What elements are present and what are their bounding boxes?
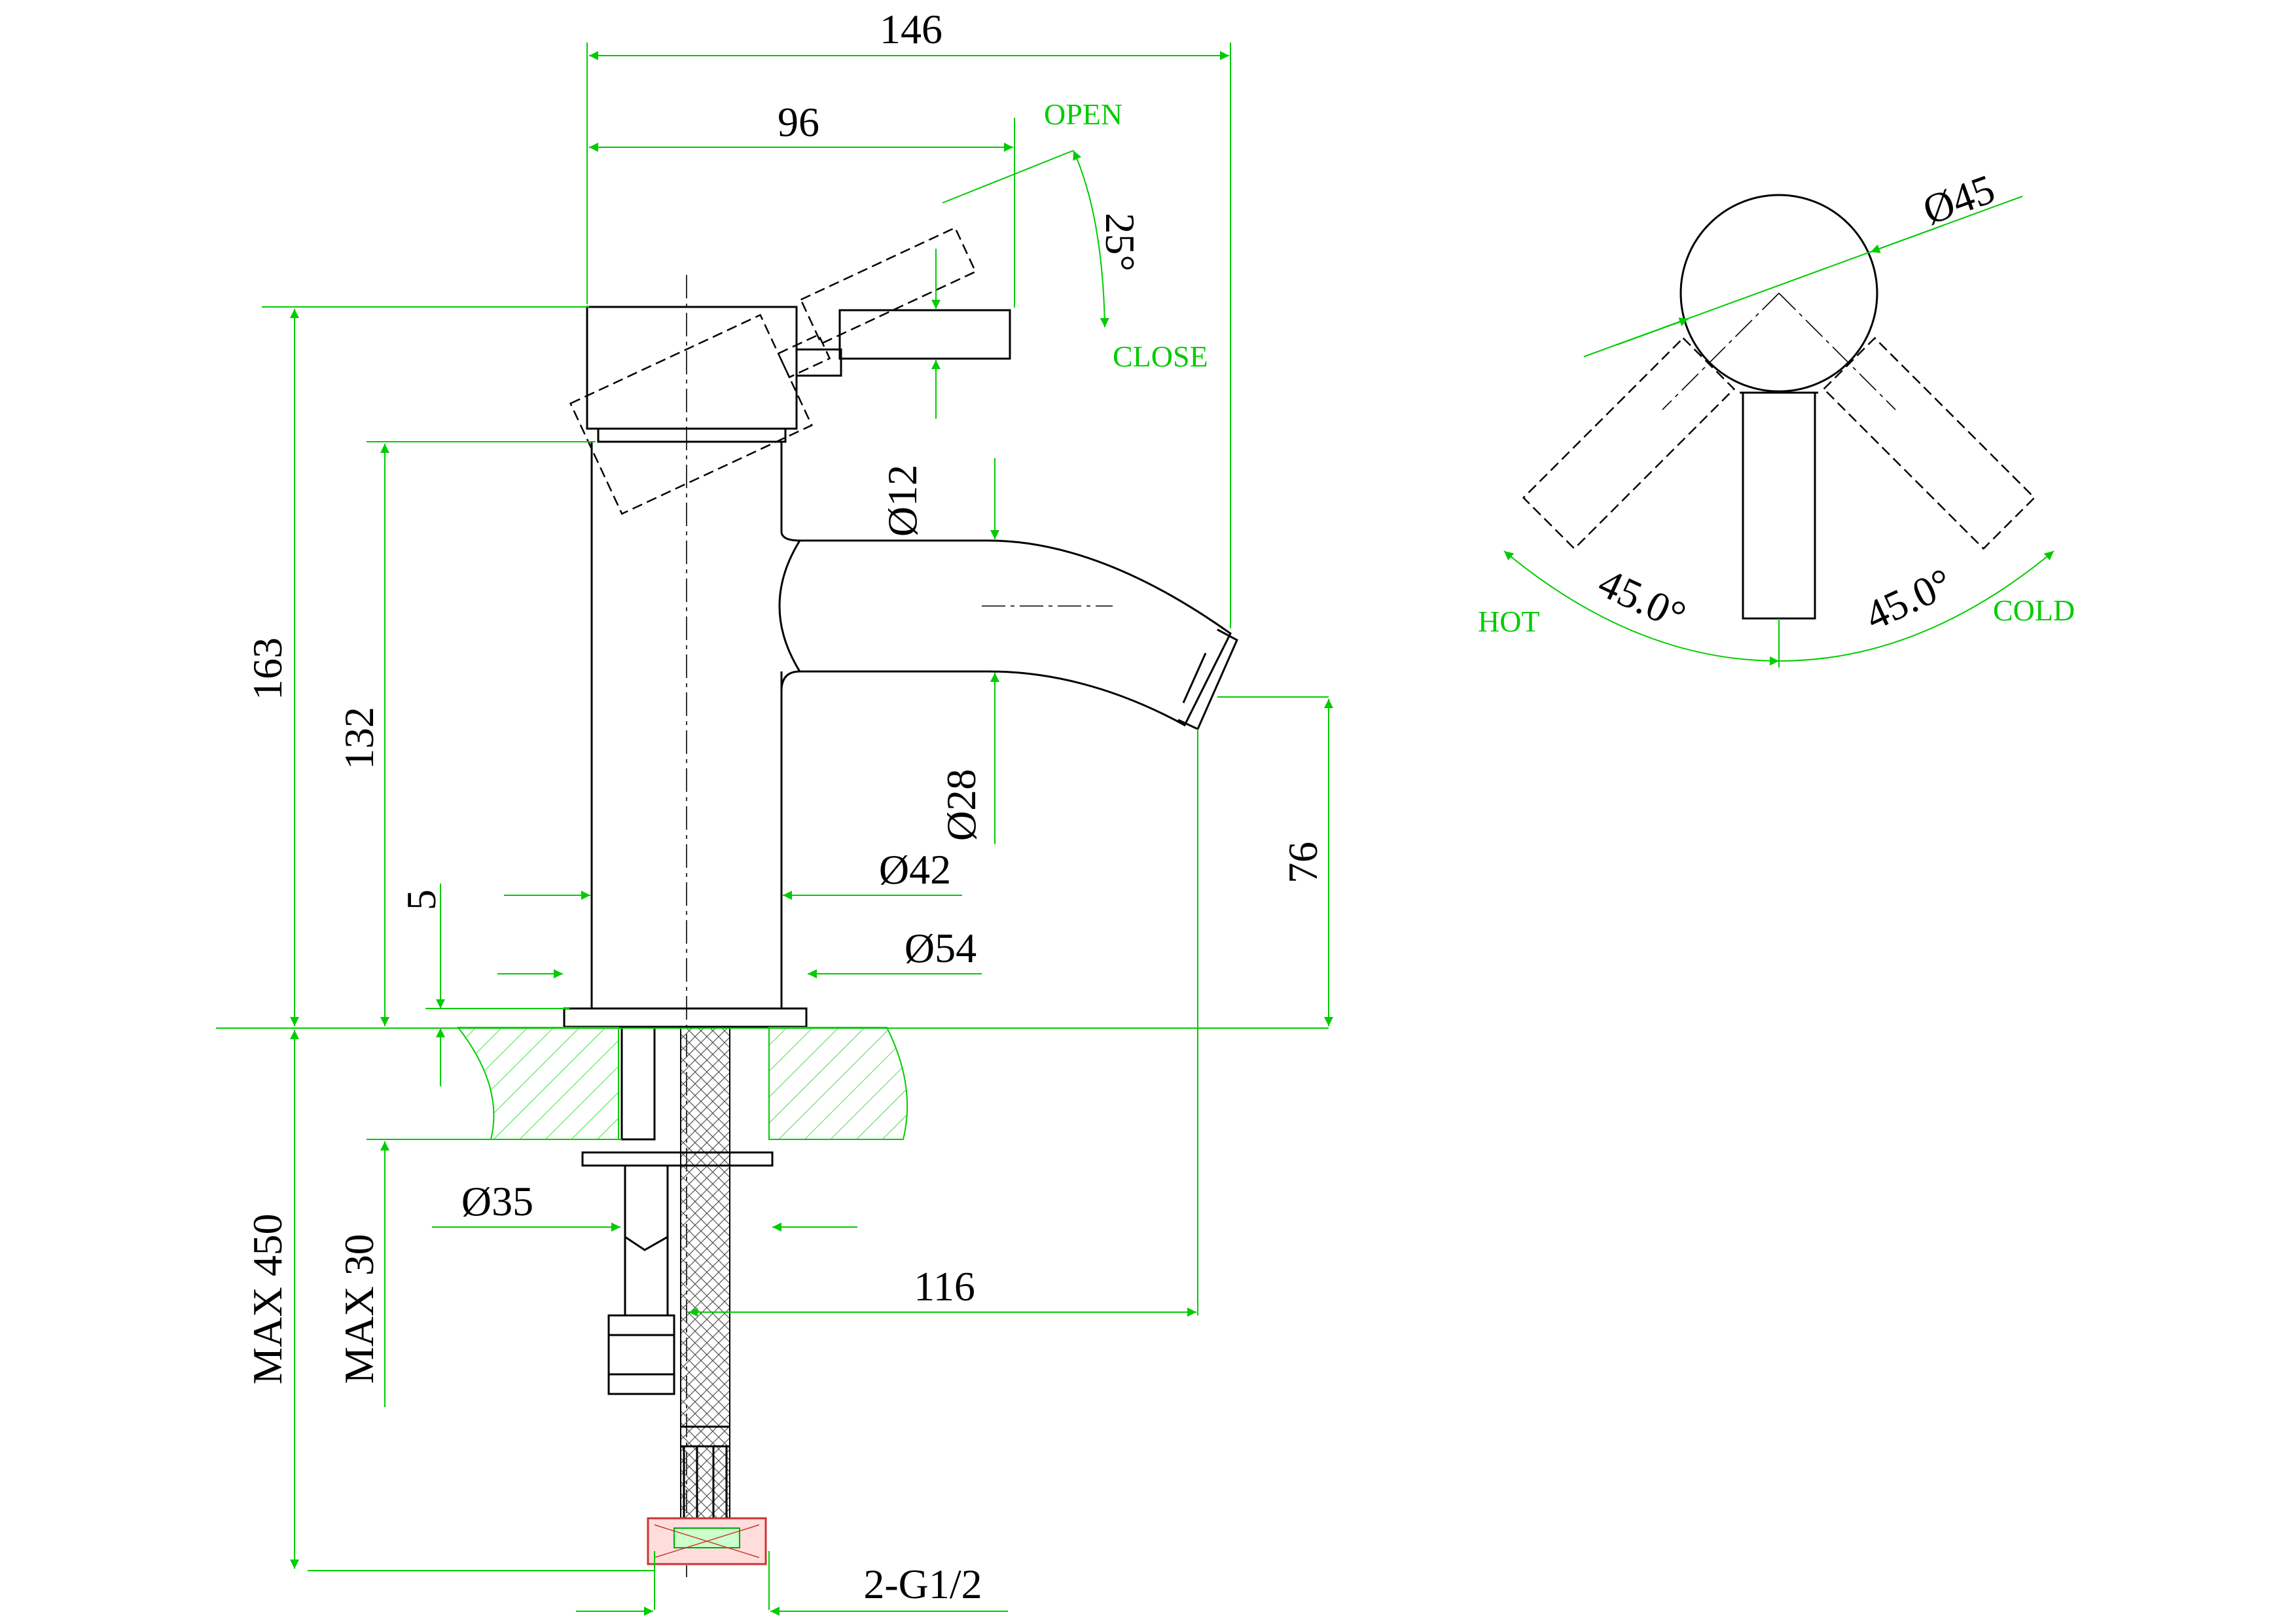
lever-open-position	[569, 226, 977, 515]
braided-hose	[680, 1027, 730, 1525]
top-view-body-circle	[1679, 194, 1878, 393]
dim-5: 5	[398, 889, 444, 910]
dim-116: 116	[914, 1263, 975, 1310]
dim-diameter-28: Ø28	[938, 769, 984, 841]
dim-76: 76	[1280, 842, 1326, 883]
dim-diameter-42: Ø42	[879, 846, 951, 893]
dim-146: 146	[880, 6, 942, 52]
faucet-top-view	[1503, 194, 2054, 668]
spout	[778, 531, 1232, 727]
dim-132: 132	[336, 707, 382, 770]
countertop-right	[768, 1027, 908, 1140]
collar	[597, 427, 787, 443]
dimension-texts: 146 96 25° Ø12 Ø28 Ø42 Ø54 5 163 132 76 …	[244, 6, 2001, 1607]
label-hot: HOT	[1478, 605, 1540, 638]
lever-stem	[795, 348, 842, 377]
dim-hot-angle: 45.0°	[1592, 559, 1693, 639]
lever-handle	[838, 309, 1011, 360]
dim-diameter-54: Ø54	[905, 925, 977, 971]
hex-nut	[607, 1314, 675, 1395]
top-view-lever-center	[1742, 391, 1816, 620]
base-plate	[563, 1007, 808, 1028]
dim-96: 96	[778, 99, 819, 145]
dim-2-g1-2: 2-G1/2	[863, 1561, 982, 1607]
dim-diameter-12: Ø12	[879, 465, 925, 537]
shank-tube	[620, 1026, 656, 1141]
countertop-section	[456, 1026, 908, 1565]
label-open: OPEN	[1044, 98, 1122, 131]
dim-diameter-35: Ø35	[461, 1178, 533, 1224]
g-half-inch-fitting	[647, 1517, 767, 1565]
mounting-plate	[581, 1151, 774, 1167]
aerator	[1177, 628, 1238, 731]
dim-max-450: MAX 450	[244, 1213, 291, 1384]
dim-163: 163	[244, 637, 291, 700]
countertop-left	[456, 1027, 619, 1140]
body-tube	[590, 442, 783, 1008]
label-cold: COLD	[1993, 594, 2075, 627]
dim-diameter-45: Ø45	[1917, 166, 2001, 234]
dim-max-30: MAX 30	[336, 1234, 382, 1383]
dim-25-deg: 25°	[1097, 213, 1143, 272]
position-labels: OPEN CLOSE HOT COLD	[1044, 98, 2075, 638]
dimension-lines	[216, 43, 1333, 1616]
dim-cold-angle: 45.0°	[1858, 559, 1960, 639]
label-close: CLOSE	[1113, 340, 1208, 373]
threaded-rod	[624, 1166, 669, 1315]
